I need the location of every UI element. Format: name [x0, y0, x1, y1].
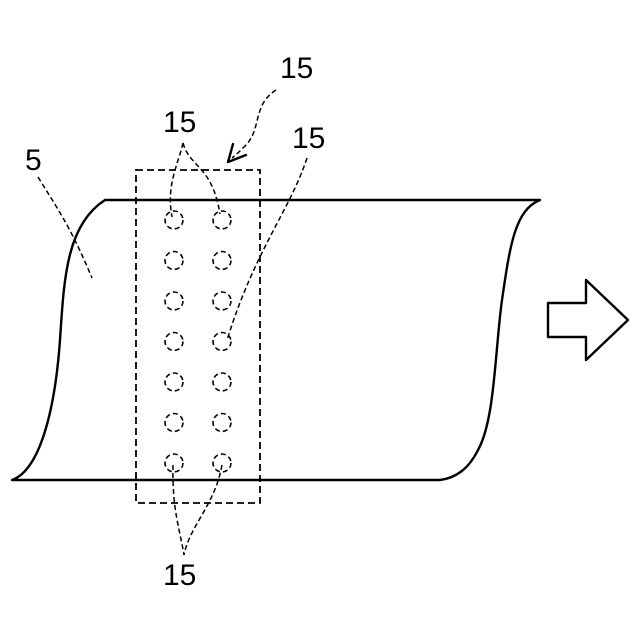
- leader-top-left-15: [170, 143, 183, 217]
- hole-r6-c1: [165, 414, 183, 432]
- label-right-15: 15: [292, 122, 325, 155]
- direction-arrow-right: [548, 280, 628, 360]
- label-group-15: 15: [280, 52, 313, 85]
- hole-r2-c2: [213, 252, 231, 270]
- hole-r5-c2: [213, 373, 231, 391]
- hole-r5-c1: [165, 373, 183, 391]
- hole-r1-c1: [165, 211, 183, 229]
- leader-sheet-5: [38, 177, 92, 278]
- hole-r3-c2: [213, 292, 231, 310]
- label-sheet-5: 5: [25, 144, 42, 177]
- leader-bottom-left-15: [173, 465, 184, 555]
- hole-r3-c1: [165, 292, 183, 310]
- label-top-pair-15: 15: [163, 106, 196, 139]
- hole-r1-c2: [213, 211, 231, 229]
- hole-group-box: [136, 170, 260, 503]
- label-bottom-pair-15: 15: [163, 559, 196, 592]
- hole-array: [165, 211, 231, 472]
- hole-r7-c2: [213, 454, 231, 472]
- hole-r4-c1: [165, 333, 183, 351]
- hole-r7-c1: [165, 454, 183, 472]
- sheet-outline: [12, 200, 540, 480]
- hole-r6-c2: [213, 414, 231, 432]
- leader-group-15: [232, 90, 276, 158]
- leader-right-15: [227, 158, 307, 340]
- leader-top-right-15: [183, 143, 220, 214]
- hole-r2-c1: [165, 252, 183, 270]
- leader-bottom-right-15: [184, 465, 222, 555]
